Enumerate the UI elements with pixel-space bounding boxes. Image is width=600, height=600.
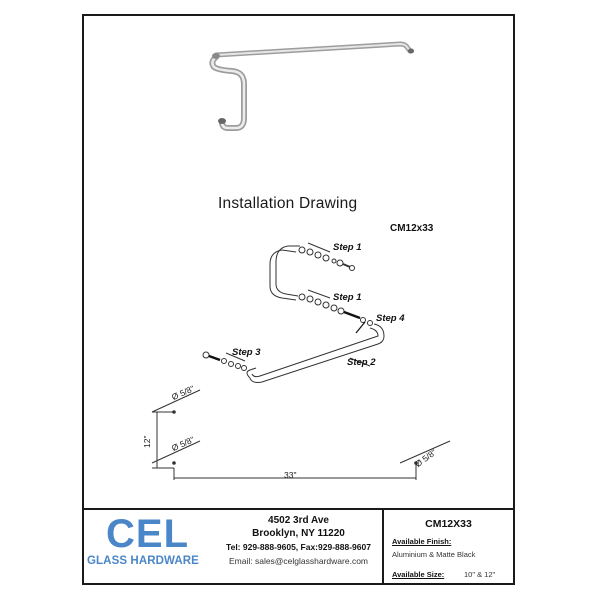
spec-panel: CM12X33 Available Finish: Aluminium & Ma… [382,510,513,585]
email: Email: sales@celglasshardware.com [228,556,368,566]
size-label: Available Size: [392,570,445,579]
dimension-length: 33" [284,470,297,480]
drawing-sheet-frame [82,14,515,585]
address-line1: 4502 3rd Ave [268,515,329,526]
step-label-1b: Step 1 [333,292,362,303]
spec-model: CM12X33 [425,518,472,530]
finish-value: Aluminium & Matte Black [392,550,476,559]
address-line2: Brooklyn, NY 11220 [252,528,345,539]
logo-subtitle: GLASS HARDWARE [87,555,199,567]
company-logo: CEL GLASS HARDWARE [82,510,215,585]
step-label-2: Step 2 [347,357,376,368]
size-value: 10" & 12" [464,570,496,579]
dimension-height: 12" [142,435,152,448]
phone-fax: Tel: 929-888-9605, Fax:929-888-9607 [226,542,371,552]
model-code: CM12x33 [390,223,434,234]
title-block: CEL GLASS HARDWARE 4502 3rd Ave Brooklyn… [82,508,515,585]
step-label-4: Step 4 [376,313,405,324]
step-label-1a: Step 1 [333,242,362,253]
finish-label: Available Finish: [392,537,452,546]
step-label-3: Step 3 [232,347,261,358]
logo-brand: CEL [106,512,189,556]
page-title: Installation Drawing [218,195,358,212]
company-address: 4502 3rd Ave Brooklyn, NY 11220 Tel: 929… [215,510,382,585]
